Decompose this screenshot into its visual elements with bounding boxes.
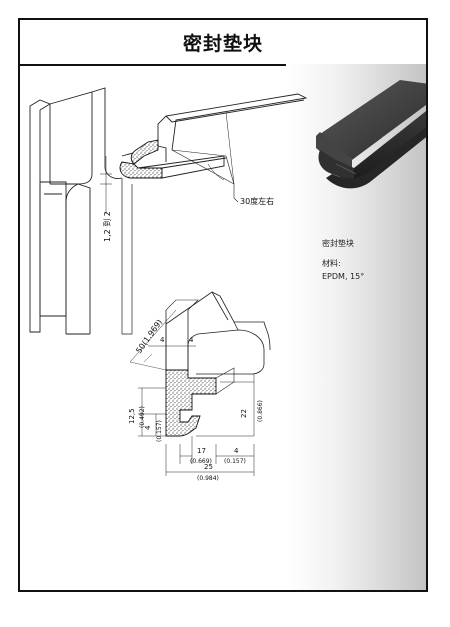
product-photo — [316, 80, 426, 189]
installation-drawing — [29, 87, 308, 335]
dim-17: 17 — [197, 447, 206, 455]
datasheet-frame: 密封垫块 — [18, 18, 428, 592]
dim-22-in: (0.866) — [257, 400, 264, 422]
material-label: 材料: — [322, 259, 341, 269]
dim-12-5-in: (0.492) — [139, 406, 146, 428]
info-caption: 密封垫块 材料: EPDM, 15° — [322, 238, 364, 283]
dim-25: 25 — [204, 463, 213, 471]
technical-drawing: 1,2 到 2 30度左右 — [29, 80, 426, 482]
dim-22: 22 — [240, 409, 248, 418]
product-name: 密封垫块 — [322, 239, 354, 248]
title-bar: 密封垫块 — [20, 20, 426, 66]
dim-4-left: 4 — [144, 425, 152, 430]
page-title: 密封垫块 — [182, 32, 263, 55]
dim-4-left-in: (0.157) — [156, 420, 163, 442]
dim-4-top-b: 4 — [189, 336, 194, 344]
thickness-label: 1,2 到 2 — [103, 211, 112, 242]
dim-4-bottom-in: (0.157) — [224, 458, 246, 465]
dim-4-bottom: 4 — [234, 447, 239, 455]
dim-17-in: (0.669) — [190, 458, 212, 465]
material-value: EPDM, 15° — [322, 271, 365, 281]
dim-25-in: (0.984) — [197, 475, 219, 482]
dim-12-5: 12,5 — [128, 408, 136, 424]
section-drawing — [129, 291, 271, 476]
dim-4-top: 4 — [160, 336, 165, 344]
angle-label: 30度左右 — [240, 196, 274, 206]
